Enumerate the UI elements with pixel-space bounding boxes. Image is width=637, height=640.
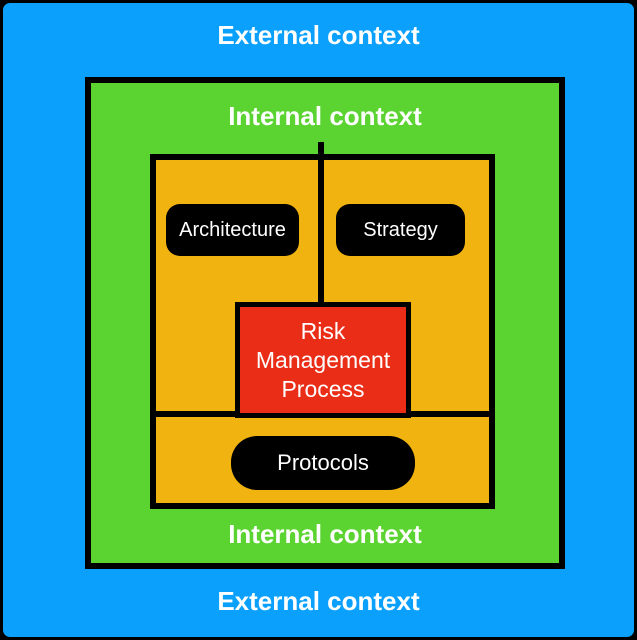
strategy-node: Strategy [336,204,465,256]
internal-context-label-bottom: Internal context [228,519,422,549]
vertical-divider [318,160,324,411]
risk-management-process-node: Risk Management Process [235,302,411,418]
internal-context-label-top: Internal context [228,101,422,131]
external-context-label-bottom: External context [217,586,420,616]
external-context-label-top: External context [217,20,420,50]
protocols-node: Protocols [231,436,415,490]
architecture-node: Architecture [166,204,299,256]
vertical-divider-overshoot [318,142,324,160]
internal-context-box: Internal context Architecture Strategy R… [85,77,565,569]
organization-box: Architecture Strategy Risk Management Pr… [150,142,495,509]
